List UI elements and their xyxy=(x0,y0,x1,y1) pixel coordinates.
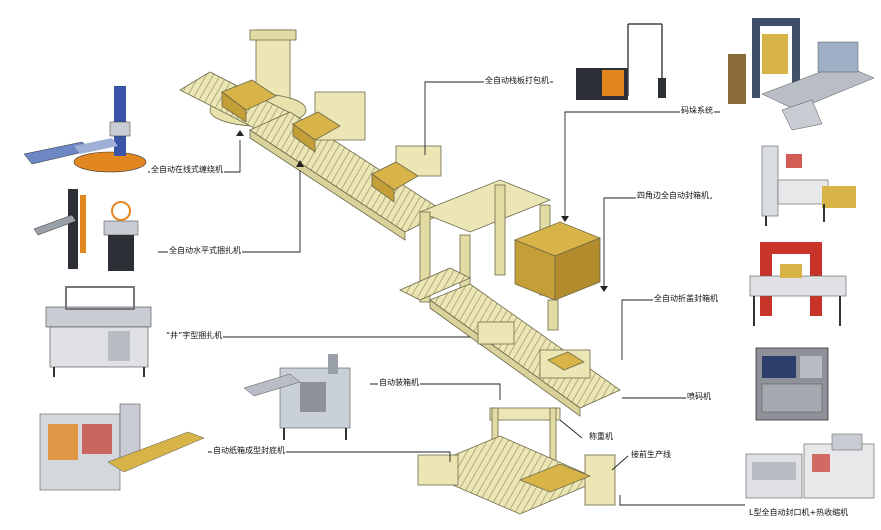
inkjet-coder-illustration xyxy=(755,347,829,421)
stretch-wrapper-illustration xyxy=(23,86,147,173)
label-carton-erector: 自动纸箱成型封底机 xyxy=(212,446,286,456)
label-upstream-line: 接前生产线 xyxy=(630,450,672,460)
label-four-corner-sealer: 四角边全自动封箱机 xyxy=(636,191,710,201)
cross-strapper-illustration xyxy=(45,286,152,377)
l-sealer-shrink-illustration xyxy=(745,433,875,499)
horizontal-strapper-illustration xyxy=(33,189,139,271)
label-palletizer: 码垛系统 xyxy=(680,106,714,116)
bottom-packing-area xyxy=(416,407,616,515)
label-flap-sealer: 全自动折盖封箱机 xyxy=(653,294,719,304)
label-stretch-wrapper: 全自动在线式缠绕机 xyxy=(150,165,224,175)
label-pallet-strapper: 全自动栈板打包机 xyxy=(484,76,550,86)
label-coder: 喷码机 xyxy=(686,392,712,402)
palletizer-system-illustration xyxy=(728,18,875,131)
main-conveyor xyxy=(249,91,446,241)
pallet-frame-station xyxy=(399,179,602,331)
auto-case-packer-illustration xyxy=(243,354,351,440)
label-check-weigher: 称重机 xyxy=(588,432,614,442)
label-auto-packer: 自动装箱机 xyxy=(378,378,420,388)
four-corner-sealer-illustration xyxy=(761,145,856,226)
pallet-strapper-illustration xyxy=(576,23,666,100)
label-l-sealer-shrink: L型全自动封口机+热收缩机 xyxy=(748,508,850,518)
label-horizontal-strapper: 全自动水平式捆扎机 xyxy=(168,246,242,256)
flap-sealer-illustration xyxy=(749,242,847,326)
inline-wrapper-station xyxy=(179,29,307,137)
lower-conveyor xyxy=(429,283,621,417)
carton-erector-illustration xyxy=(39,403,205,491)
label-cross-strapper: “井”字型捆扎机 xyxy=(165,331,224,341)
